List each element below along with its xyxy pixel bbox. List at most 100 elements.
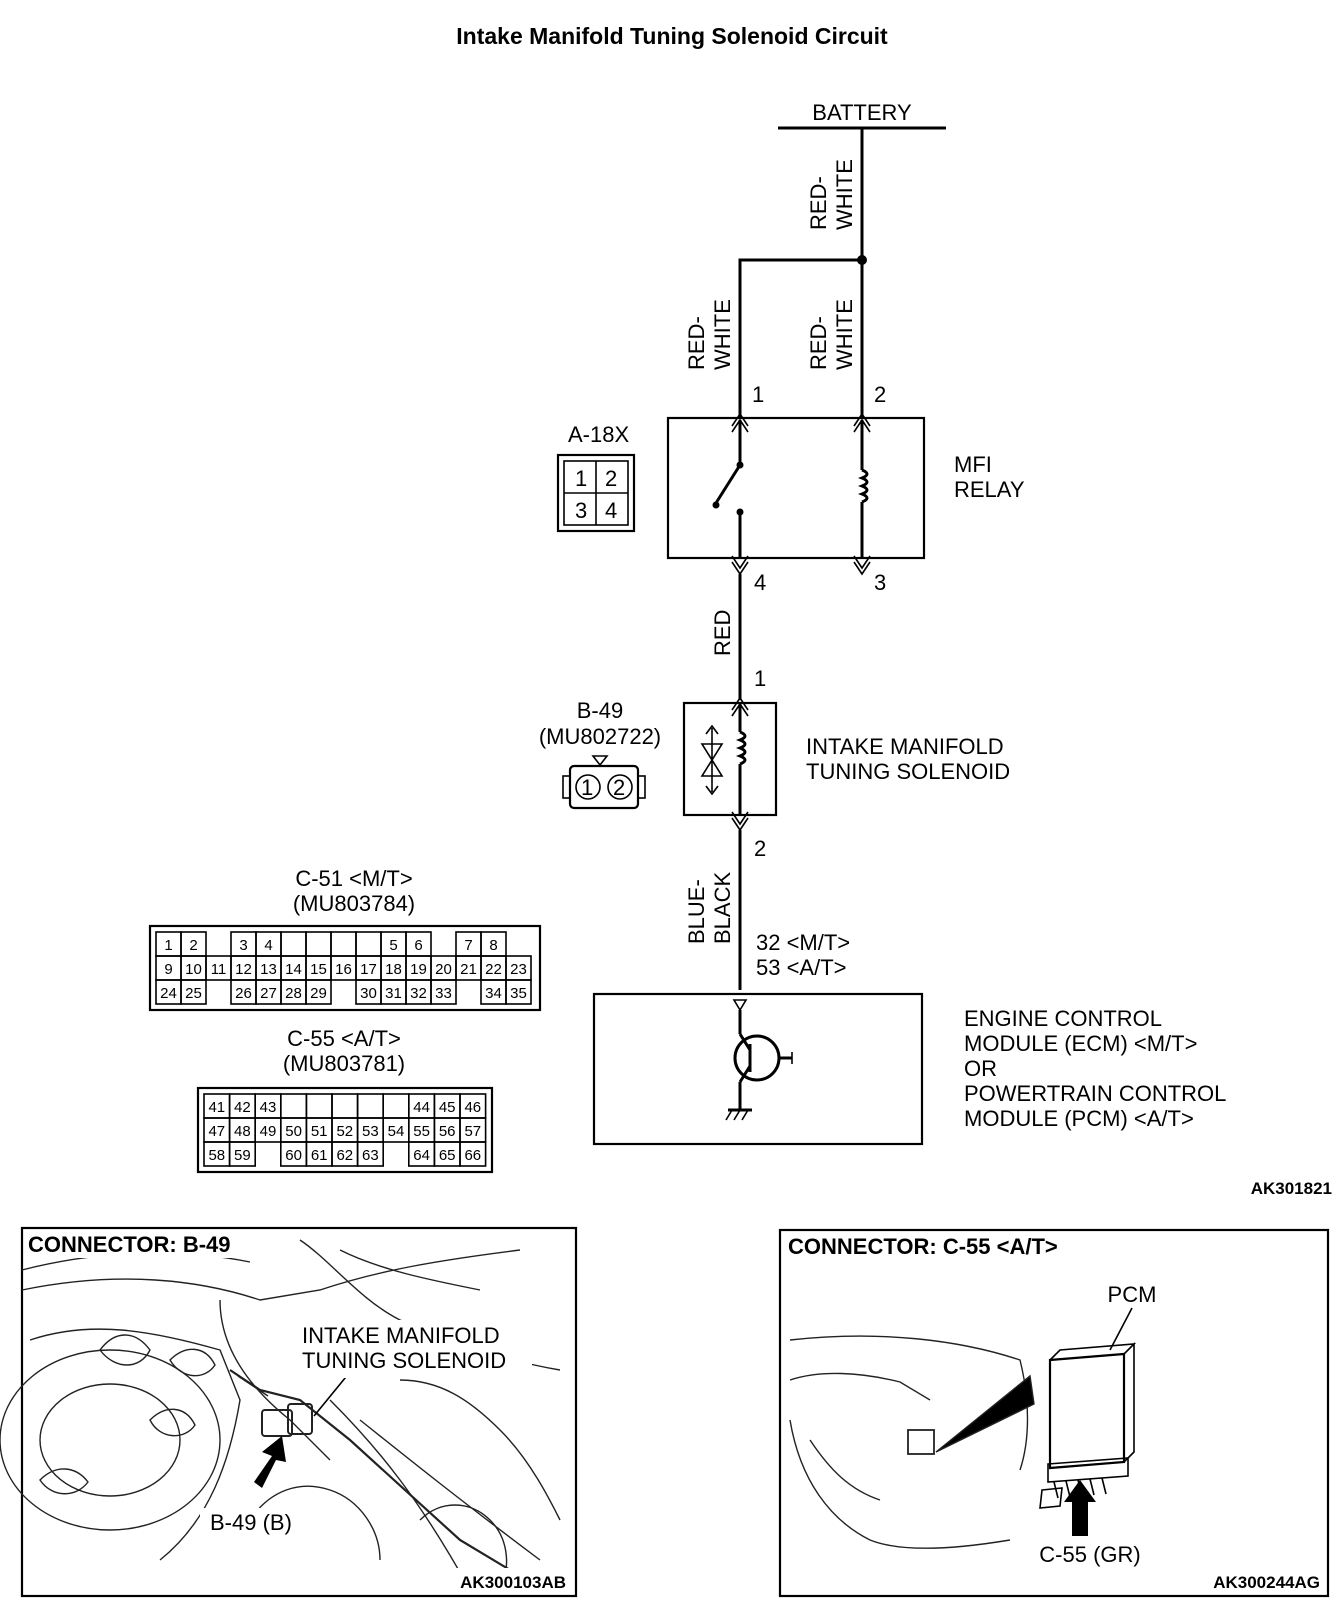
c55-pin-label: 65	[439, 1147, 456, 1164]
c51-pin-label: 20	[435, 961, 452, 978]
solenoid-coil-icon	[735, 730, 747, 766]
c55-pin-label: 57	[464, 1123, 481, 1140]
c55-cell	[356, 1141, 385, 1167]
c51-pin-label: 7	[464, 937, 472, 954]
c51-pin-label: 19	[410, 961, 427, 978]
c51-pin-label: 12	[235, 961, 252, 978]
wire-label-blue-black: BLUE- BLACK	[684, 872, 735, 944]
c51-pin-label: 34	[485, 985, 502, 1002]
c51-cell	[505, 979, 532, 1005]
c51-pin-label: 26	[235, 985, 252, 1002]
panel-right-header: CONNECTOR: C-55 <A/T>	[788, 1234, 1058, 1259]
c55-pin-label: 52	[336, 1123, 353, 1140]
c51-pin-label: 18	[385, 961, 402, 978]
c51-pin-label: 22	[485, 961, 502, 978]
c51-pin-label: 8	[489, 937, 497, 954]
mfi-relay-box	[666, 416, 926, 560]
panel-connector-b49: INTAKE MANIFOLD TUNING SOLENOID CONNECTO…	[0, 1226, 578, 1598]
panel-left-figure-id: AK300103AB	[460, 1573, 566, 1592]
panel-left-callout-line1: INTAKE MANIFOLD	[302, 1323, 500, 1348]
wire-label-right: RED- WHITE	[806, 299, 857, 370]
relay-pin-4: 4	[754, 570, 766, 595]
wire-label-top: RED- WHITE	[806, 159, 857, 230]
c51-pin-label: 5	[389, 937, 397, 954]
solenoid-box	[682, 701, 778, 817]
c55-pin-label: 45	[439, 1099, 456, 1116]
c55-label: C-55 <A/T>	[287, 1026, 401, 1051]
c55-pin-label: 41	[208, 1099, 225, 1116]
svg-text:1: 1	[575, 466, 587, 491]
figure-id-top: AK301821	[1251, 1179, 1332, 1198]
svg-text:RED-: RED-	[684, 316, 709, 370]
c51-pin-label: 10	[185, 961, 202, 978]
c51-pin-label: 6	[414, 937, 422, 954]
ecm-label-line3: OR	[964, 1056, 997, 1081]
c55-pin-label: 49	[260, 1123, 277, 1140]
panel-left-callout-line2: TUNING SOLENOID	[302, 1348, 506, 1373]
relay-pin-1: 1	[752, 382, 764, 407]
pcm-leader	[1109, 1307, 1133, 1351]
c55-pin-label: 44	[413, 1099, 430, 1116]
solenoid-pin-1: 1	[754, 666, 766, 691]
c51-pin-label: 21	[460, 961, 477, 978]
b49-part-number: (MU802722)	[539, 724, 661, 749]
c51-pin-label: 3	[239, 937, 247, 954]
c51-pin-label: 28	[285, 985, 302, 1002]
battery-label: BATTERY	[812, 100, 912, 125]
relay-label-line2: RELAY	[954, 477, 1025, 502]
c51-cell	[305, 979, 332, 1005]
svg-text:2: 2	[605, 466, 617, 491]
svg-text:4: 4	[605, 498, 617, 523]
svg-text:WHITE: WHITE	[710, 299, 735, 370]
c51-pin-label: 14	[285, 961, 302, 978]
ecm-label-line1: ENGINE CONTROL	[964, 1006, 1162, 1031]
c51-pin-label: 13	[260, 961, 277, 978]
ecm-box	[592, 992, 924, 1146]
ecm-pin-mt: 32 <M/T>	[756, 930, 850, 955]
svg-text:2: 2	[613, 775, 625, 800]
ground-icon	[725, 1108, 752, 1121]
c51-pin-label: 25	[185, 985, 202, 1002]
c51-cell	[180, 979, 207, 1005]
c51-label: C-51 <M/T>	[295, 866, 412, 891]
solenoid-label-line1: INTAKE MANIFOLD	[806, 734, 1004, 759]
c51-pin-label: 9	[164, 961, 172, 978]
pcm-module	[1039, 1342, 1137, 1509]
ecm-label-line4: POWERTRAIN CONTROL	[964, 1081, 1226, 1106]
c55-pin-label: 47	[208, 1123, 225, 1140]
ecm-label-line2: MODULE (ECM) <M/T>	[964, 1031, 1197, 1056]
c55-pin-label: 61	[311, 1147, 328, 1164]
c55-pin-label: 60	[285, 1147, 302, 1164]
c55-pin-label: 66	[464, 1147, 481, 1164]
ecm-label-line5: MODULE (PCM) <A/T>	[964, 1106, 1194, 1131]
c55-pin-label: 46	[464, 1099, 481, 1116]
svg-text:WHITE: WHITE	[832, 299, 857, 370]
pcm-label: PCM	[1108, 1282, 1157, 1307]
c51-part-number: (MU803784)	[293, 891, 415, 916]
svg-text:RED-: RED-	[806, 316, 831, 370]
panel-left-header: CONNECTOR: B-49	[28, 1232, 231, 1257]
dashboard-sketch	[789, 1335, 1035, 1549]
relay-switch-blade	[714, 464, 742, 504]
panel-right-connector-tag: C-55 (GR)	[1039, 1542, 1140, 1567]
c55-pin-label: 53	[362, 1123, 379, 1140]
c55-cell	[459, 1141, 487, 1167]
c51-pin-label: 15	[310, 961, 327, 978]
svg-text:BLUE-: BLUE-	[684, 879, 709, 944]
c51-pin-label: 24	[160, 985, 177, 1002]
relay-label-line1: MFI	[954, 452, 992, 477]
c51-pin-label: 23	[510, 961, 527, 978]
c55-pin-label: 58	[208, 1147, 225, 1164]
solenoid-label-line2: TUNING SOLENOID	[806, 759, 1010, 784]
c55-pin-label: 43	[260, 1099, 277, 1116]
svg-text:WHITE: WHITE	[832, 159, 857, 230]
c55-pin-label: 51	[311, 1123, 328, 1140]
c55-pin-label: 55	[413, 1123, 430, 1140]
solenoid-pin-2: 2	[754, 836, 766, 861]
wire-label-left: RED- WHITE	[684, 299, 735, 370]
c55-arrow-icon	[1064, 1480, 1096, 1536]
svg-text:RED-: RED-	[806, 176, 831, 230]
b49-label: B-49	[577, 698, 623, 723]
